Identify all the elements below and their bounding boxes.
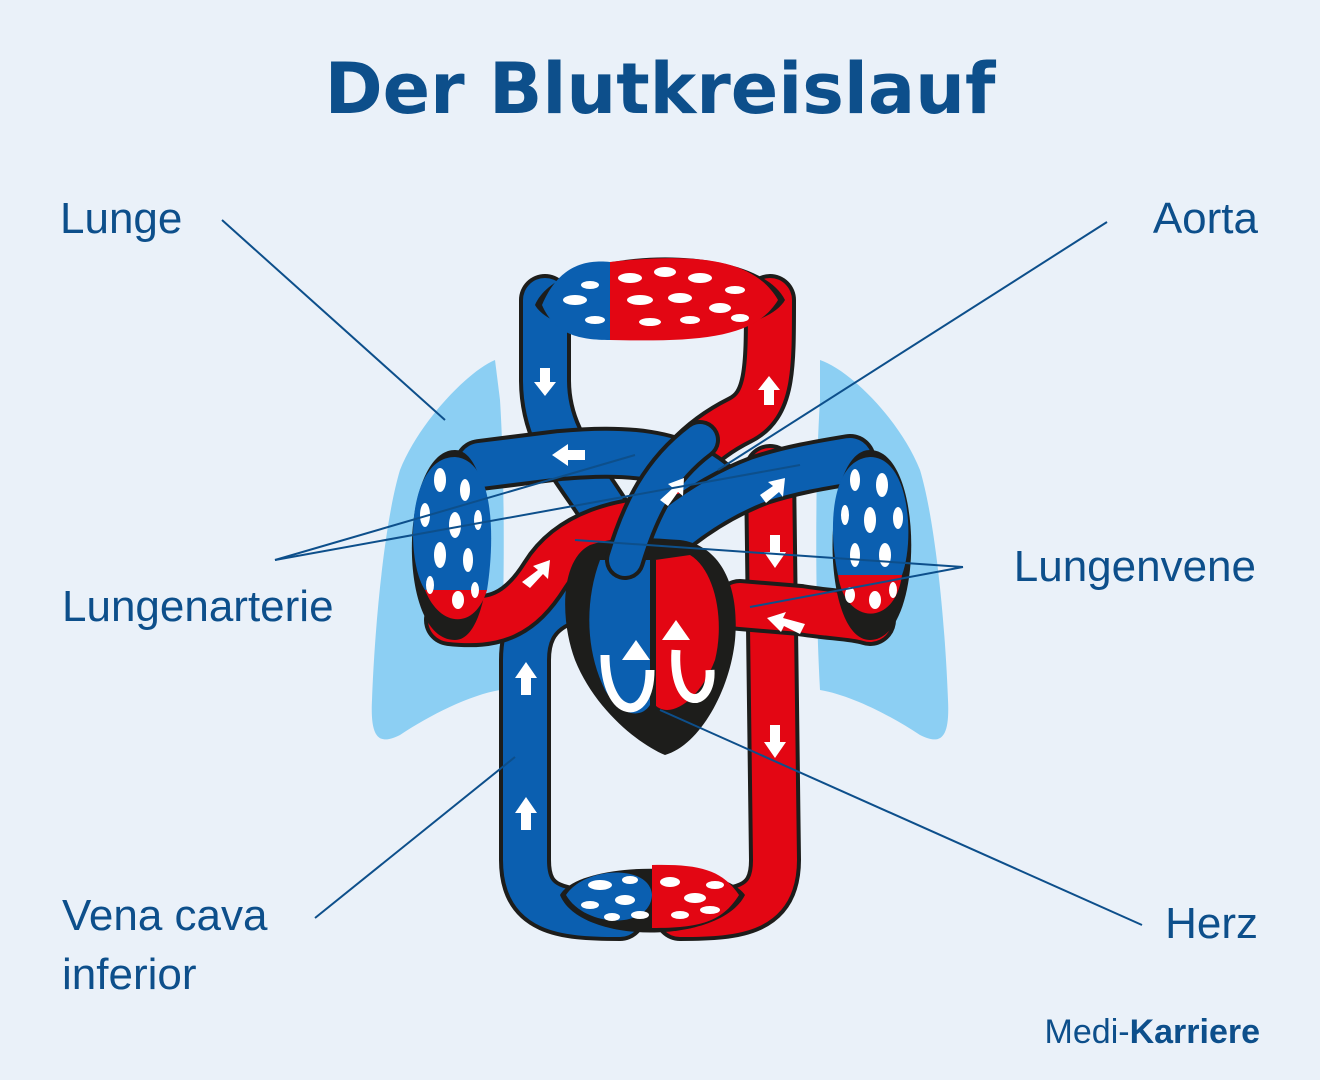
pulmonary-artery-right [618,438,872,582]
arrow-icon [660,478,684,506]
arrow-icon [515,662,537,695]
arrow-icon [522,560,550,588]
arrow-icon [764,725,786,758]
label-lunge: Lunge [60,194,183,243]
label-aorta: Aorta [1152,194,1258,243]
brand-prefix: Medi- [1044,1013,1130,1051]
brand-logo: Medi-Karriere [1045,1013,1260,1052]
leader-lines [221,219,1143,926]
arrow-icon [764,535,786,568]
leader-line-lungenarterie-2 [274,464,801,561]
heart-icon [565,537,736,755]
arrow-icon [534,368,556,396]
leader-line-herz [659,709,1143,926]
label-herz: Herz [1165,899,1258,948]
leader-line-lungenarterie-1 [274,454,636,561]
arrow-icon [758,376,780,405]
arrow-icon [515,797,537,830]
top-capillary-network-icon [535,257,785,341]
leader-line-lungenvene-2 [749,566,964,608]
leader-line-aorta [717,221,1108,471]
leader-line-lunge [221,219,446,421]
arrow-icon [760,478,785,503]
right-lung-capillary-network-icon [832,450,912,640]
left-lung-capillary-network-icon [411,450,492,640]
arrow-icon [767,612,805,634]
label-vena-cava-line1: Vena cava [62,891,268,940]
label-vena-cava-line2: inferior [62,950,197,999]
label-lungenarterie: Lungenarterie [62,582,334,631]
leader-line-lungenvene-1 [574,539,964,568]
label-lungenvene: Lungenvene [1013,542,1256,591]
flow-arrows [515,368,805,830]
arrow-icon [552,444,585,466]
leader-line-vena-cava [314,756,516,919]
body-capillary-network-icon [560,864,745,933]
page-title: Der Blutkreislauf [324,48,996,130]
brand-name: Karriere [1129,1013,1260,1051]
